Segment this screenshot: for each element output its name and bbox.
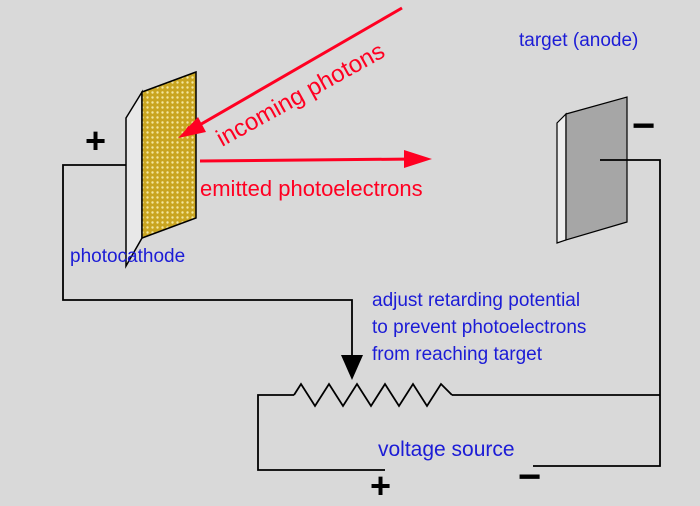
potentiometer-wiper-arrow (341, 355, 363, 380)
incoming-photons-label: incoming photons (212, 37, 390, 152)
adjust-potential-line2: to prevent photoelectrons (372, 317, 586, 338)
incoming-photon-arrow (182, 6, 403, 136)
source-minus-sign: − (518, 455, 541, 499)
source-plus-sign: + (370, 465, 391, 506)
emitted-photoelectrons-label: emitted photoelectrons (200, 176, 423, 201)
circuit-wires (62, 159, 661, 471)
voltage-source-label: voltage source (378, 438, 515, 461)
target-anode-label: target (anode) (519, 30, 638, 51)
photocathode-plate (125, 70, 197, 269)
adjust-potential-line1: adjust retarding potential (372, 290, 580, 311)
emitted-photoelectron-arrow (199, 157, 416, 163)
anode-minus-sign: − (632, 104, 655, 148)
adjust-potential-line3: from reaching target (372, 344, 543, 365)
anode-plate (556, 96, 628, 244)
photocathode-label: photocathode (70, 246, 185, 267)
photocathode-plus-sign: + (85, 120, 106, 161)
